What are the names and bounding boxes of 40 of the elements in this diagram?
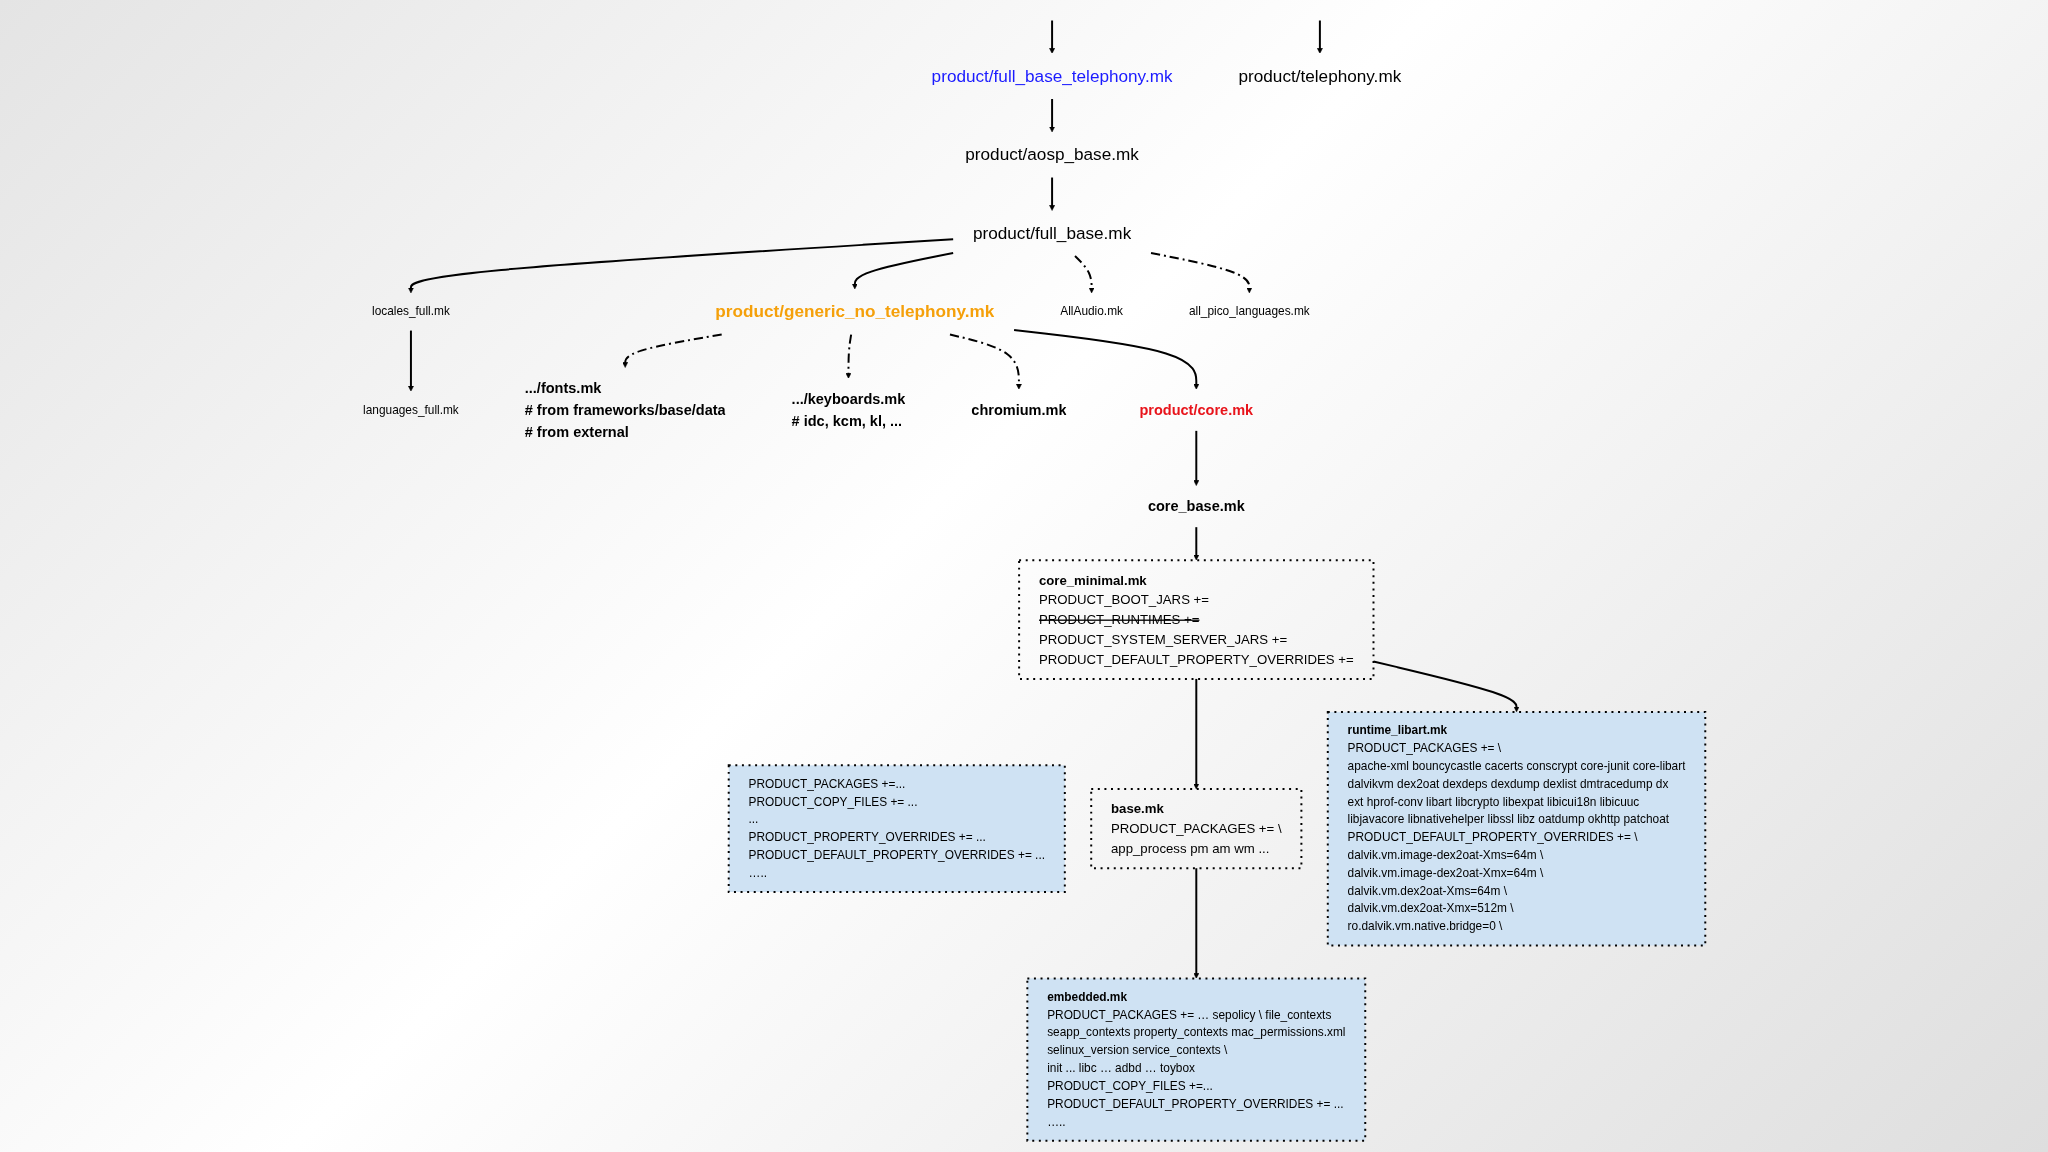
node-text: product/full_base.mk [972, 223, 1131, 243]
arrow [948, 333, 1022, 390]
node-text: product/aosp_base.mk [965, 144, 1139, 165]
node-box: base.mk PRODUCT_PACKAGES += \ app_process pm am wm ... [1089, 788, 1303, 870]
node-text: product/core.mk [1139, 401, 1253, 419]
node-text: product/telephony.mk [1238, 66, 1401, 86]
arrow [1149, 251, 1252, 294]
node-text: AllAudio.mk [1059, 304, 1123, 319]
node-text: .../fonts.mk [524, 380, 602, 397]
node-label: # from frameworks/base/data [524, 401, 726, 419]
arrow [1193, 867, 1199, 979]
arrow [1073, 255, 1095, 294]
arrow [845, 333, 852, 379]
arrow [1048, 98, 1055, 133]
node-box: runtime_libart.mk PRODUCT_PACKAGES += \ apache-xml bouncycastle cacerts conscrypt core-junit core-libart dalvikvm dex2oat dexdeps dexdump dexlist dmtracedump dx ext hprof-conv libart libcrypto libexpat libicui18n libicuuc libjavacore libnativehelper libssl libz oatdump okhttp patchoat PRODUCT_DEFAULT_PROPERTY_OVERRIDES += \ dalvik.vm.image-dex2oat-Xms=64m \ dalvik.vm.image-dex2oat-Xmx=64m \ dalvik.vm.dex2oat-Xms=64m \ dalvik.vm.dex2oat-Xmx=512m \ ro.dalvik.vm.native.bridge=0 \ [1326, 710, 1706, 947]
node-text: product/generic_no_telephony.mk [715, 301, 995, 322]
node-text: locales_full.mk [371, 304, 450, 319]
arrow [1193, 677, 1199, 790]
node-box: core_minimal.mk PRODUCT_BOOT_JARS += PRODUCT_RUNTIMES += PRODUCT_SYSTEM_SERVER_JARS += PRODUCT_DEFAULT_PROPERTY_OVERRIDES += [1017, 559, 1375, 680]
arrow [1372, 660, 1520, 713]
arrow [407, 238, 954, 294]
node-box: embedded.mk PRODUCT_PACKAGES += … sepolicy \ file_contexts seapp_contexts property_contexts mac_permissions.xml selinux_version service_contexts \ init ... libc … adbd … toybox PRODUCT_COPY_FILES +=... PRODUCT_DEFAULT_PROPERTY_OVERRIDES += ... ….. [1026, 977, 1366, 1142]
node-box: PRODUCT_PACKAGES +=... PRODUCT_COPY_FILES += ... ... PRODUCT_PROPERTY_OVERRIDES += ... PRODUCT_DEFAULT_PROPERTY_OVERRIDES += ... ….. [727, 764, 1066, 893]
arrow [1316, 19, 1323, 54]
arrow [851, 251, 954, 290]
node-text: all_pico_languages.mk [1188, 304, 1310, 319]
arrow [1193, 526, 1199, 561]
node-text: chromium.mk [971, 401, 1067, 419]
arrow [407, 329, 414, 392]
node-text: languages_full.mk [362, 403, 459, 417]
node-text: product/full_base_telephony.mk [931, 66, 1173, 86]
node-label: # from external [524, 423, 629, 441]
node-text: core_base.mk [1147, 498, 1245, 515]
arrow [1048, 19, 1055, 54]
arrow [1048, 176, 1055, 211]
arrow [622, 333, 723, 368]
node-label: # idc, kcm, kl, ... [791, 412, 902, 430]
node-text: .../keyboards.mk [791, 390, 906, 408]
arrow [1012, 329, 1199, 390]
arrow [1193, 429, 1199, 486]
